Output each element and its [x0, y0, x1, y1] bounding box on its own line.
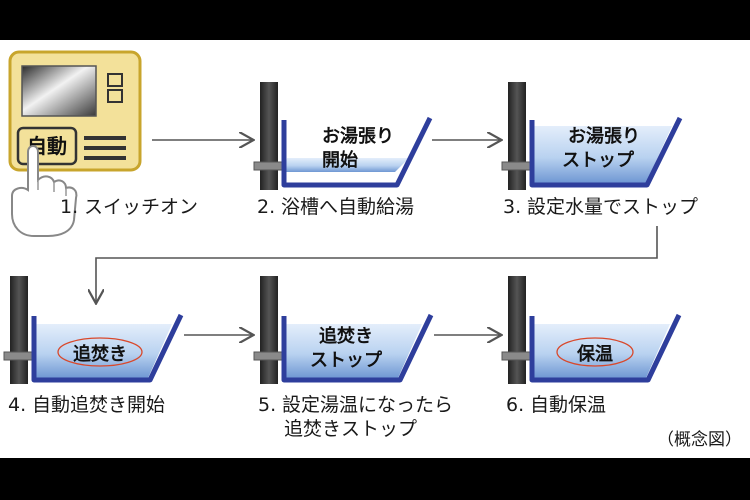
arrow-3-to-4 — [96, 226, 658, 302]
tub-step-2: お湯張り 開始 — [253, 82, 433, 190]
wall — [10, 276, 28, 384]
pipe — [501, 161, 533, 171]
step-5-label: 設定湯温になったら — [282, 394, 453, 416]
tub-step-3: お湯張り ストップ — [501, 82, 683, 190]
tub-outline — [31, 313, 184, 383]
step-2-number: 2. — [257, 196, 275, 218]
tub-5-line-1: 追焚き — [319, 325, 373, 347]
pipe — [501, 351, 533, 361]
tub-3-line-1: お湯張り — [568, 126, 640, 147]
step-4-label: 自動追焚き開始 — [32, 394, 165, 416]
tub-3-line-2: ストップ — [562, 149, 635, 171]
tub-2-line-2: 開始 — [322, 149, 358, 171]
step-2-label: 浴槽へ自動給湯 — [281, 196, 414, 218]
tub-step-6: 保温 — [501, 276, 682, 384]
tub-6-line-1: 保温 — [576, 343, 613, 365]
bath-process-diagram: 自動 1. スイッチオン お湯張り 開始 2. 浴槽へ自動給湯 お湯張り ストッ… — [3, 50, 742, 450]
step-6-label: 自動保温 — [530, 394, 606, 416]
pipe — [3, 351, 35, 361]
water-full — [532, 126, 672, 183]
tub-outline — [529, 116, 683, 188]
water-full — [532, 324, 670, 378]
step-3-label: 設定水量でストップ — [527, 196, 698, 218]
tub-4-line-1: 追焚き — [73, 343, 127, 365]
circulation-arrow-icon — [556, 337, 634, 367]
step-1-label: スイッチオン — [84, 196, 198, 218]
tub-outline — [281, 116, 433, 188]
wall — [508, 82, 526, 190]
step-3-number: 3. — [503, 196, 521, 218]
pipe — [253, 351, 285, 361]
wall — [508, 276, 526, 384]
controller-screen — [21, 65, 97, 117]
water-full — [34, 324, 172, 378]
controller-small-button-bottom — [107, 89, 123, 103]
tub-outline — [529, 313, 682, 383]
conceptual-diagram-note: （概念図） — [657, 429, 742, 450]
step-5-number: 5. — [258, 394, 276, 416]
wall — [260, 82, 278, 190]
tub-5-line-2: ストップ — [310, 349, 383, 371]
tub-step-4: 追焚き — [3, 276, 184, 384]
controller-small-button-top — [107, 73, 123, 87]
circulation-arrow-icon — [57, 337, 143, 367]
water-low — [284, 158, 409, 172]
tub-step-5: 追焚き ストップ — [253, 276, 434, 384]
tub-outline — [281, 313, 434, 383]
step-6-number: 6. — [506, 394, 524, 416]
diagram-panel: 自動 1. スイッチオン お湯張り 開始 2. 浴槽へ自動給湯 お湯張り ストッ… — [0, 40, 750, 458]
step-4-number: 4. — [8, 394, 26, 416]
pointing-hand-icon — [11, 145, 78, 237]
wall — [260, 276, 278, 384]
step-1-number: 1. — [60, 196, 78, 218]
water-full — [284, 324, 422, 378]
tub-2-line-1: お湯張り — [322, 126, 394, 147]
pipe — [253, 161, 285, 171]
step-5-label-line-2: 追焚きストップ — [284, 418, 417, 440]
